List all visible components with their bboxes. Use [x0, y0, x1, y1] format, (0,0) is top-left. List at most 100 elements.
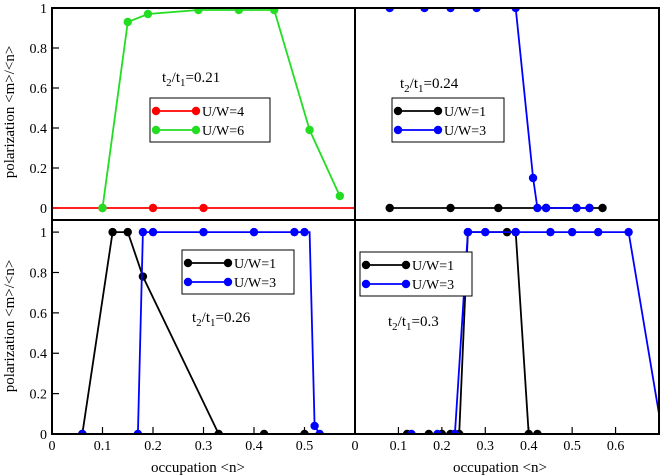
legend-swatch-marker: [151, 125, 161, 135]
data-point: [533, 429, 542, 434]
panel-frame: [354, 219, 660, 435]
data-point: [123, 227, 132, 237]
data-point: [385, 203, 394, 213]
data-point: [194, 8, 203, 15]
data-point: [446, 203, 455, 213]
data-point: [148, 227, 158, 237]
legend-swatch-marker: [191, 106, 201, 116]
data-point: [300, 227, 309, 237]
xtick-label: 0.4: [245, 439, 263, 454]
legend-swatch-marker: [393, 125, 403, 135]
series-layer: [52, 8, 355, 213]
data-point: [511, 8, 520, 13]
xtick-label: 0.4: [520, 439, 538, 454]
data-point: [199, 227, 208, 237]
data-point: [511, 227, 520, 237]
x-axis-label-right: occupation <n>: [453, 460, 547, 476]
data-point: [481, 227, 490, 237]
legend-label: U/W=3: [234, 276, 276, 291]
ratio-annotation: t2/t1=0.3: [388, 314, 439, 333]
ytick-label: 0.8: [30, 266, 48, 281]
data-point: [148, 203, 158, 213]
legend-swatch-marker: [223, 258, 233, 268]
data-point: [138, 272, 148, 281]
data-point: [310, 421, 319, 431]
data-point: [214, 429, 223, 434]
panels-layer: 0 0.2 0.4 0.6 0.8 1 t2/t1=0.21U/W=4U/W=6 t2/t1=…: [30, 2, 660, 454]
legend-swatch-marker: [183, 277, 193, 287]
legend-label: U/W=1: [234, 257, 276, 272]
ytick-label: 0.6: [30, 307, 48, 322]
ytick-label: 0.4: [30, 347, 48, 362]
xtick-label: 0: [49, 439, 56, 454]
x-axis-label-left: occupation <n>: [151, 460, 245, 476]
data-point: [594, 227, 603, 237]
data-point: [446, 8, 455, 13]
data-point: [305, 125, 314, 135]
series-layer: [78, 227, 324, 434]
panel-bottom-right: 0 0.1 0.2 0.3 0.4 0.5 0.6 t2/t1=0.3 U/W=1U/W=3: [352, 227, 659, 454]
data-point: [315, 429, 324, 434]
ytick-label: 0: [40, 428, 47, 443]
legend: U/W=1U/W=3: [181, 249, 295, 295]
data-point: [528, 173, 538, 183]
xtick-label: 0.3: [477, 439, 495, 454]
data-point: [138, 227, 148, 237]
data-point: [524, 429, 533, 434]
xtick-label: 0.6: [607, 439, 625, 454]
legend: U/W=1U/W=3: [359, 251, 473, 297]
legend: U/W=1U/W=3: [391, 97, 505, 143]
ratio-annotation: t2/t1=0.21: [162, 70, 220, 89]
legend-box: [391, 97, 505, 143]
data-point: [249, 227, 259, 237]
legend-swatch-marker: [361, 279, 371, 289]
data-point: [624, 227, 633, 237]
ratio-annotation: t2/t1=0.26: [192, 310, 251, 329]
data-point: [143, 9, 153, 19]
xtick-label: 0.5: [296, 439, 314, 454]
data-point: [424, 429, 434, 434]
data-point: [407, 429, 416, 434]
ytick-label: 0.8: [30, 42, 48, 57]
data-point: [450, 429, 460, 434]
data-point: [290, 227, 299, 237]
data-point: [270, 8, 279, 15]
data-point: [546, 227, 555, 237]
legend-swatch-marker: [433, 125, 443, 135]
data-point: [598, 203, 607, 213]
data-point: [123, 17, 132, 27]
data-point: [585, 203, 594, 213]
legend-swatch-marker: [401, 260, 411, 270]
xtick-label: 0.5: [563, 439, 581, 454]
data-point: [335, 191, 345, 201]
data-point: [108, 227, 117, 237]
ytick-label: 0.6: [30, 82, 48, 97]
ytick-label: 0.2: [30, 388, 48, 403]
legend-swatch-marker: [191, 125, 201, 135]
ratio-annotation: t2/t1=0.24: [400, 76, 459, 95]
panel-top-right: t2/t1=0.24U/W=1U/W=3: [385, 8, 607, 213]
legend-label: U/W=6: [202, 124, 244, 139]
y-axis-label-bottom: polarization <m>/<n>: [2, 260, 18, 393]
xtick-label: 0: [352, 439, 359, 454]
legend-label: U/W=3: [444, 124, 486, 139]
data-point: [472, 8, 481, 13]
legend-swatch-marker: [223, 277, 233, 287]
xtick-label: 0.2: [433, 439, 451, 454]
legend-swatch-marker: [401, 279, 411, 289]
data-point: [420, 8, 429, 13]
ytick-label: 1: [40, 2, 47, 17]
legend: U/W=4U/W=6: [149, 97, 271, 143]
data-point: [567, 227, 577, 237]
data-point: [433, 429, 442, 434]
series-layer: [385, 8, 607, 213]
legend-swatch-marker: [183, 258, 193, 268]
data-point: [133, 429, 143, 434]
xtick-label: 0.1: [390, 439, 408, 454]
xtick-label: 0.3: [195, 439, 213, 454]
data-point: [533, 203, 542, 213]
ytick-label: 0: [40, 202, 47, 217]
